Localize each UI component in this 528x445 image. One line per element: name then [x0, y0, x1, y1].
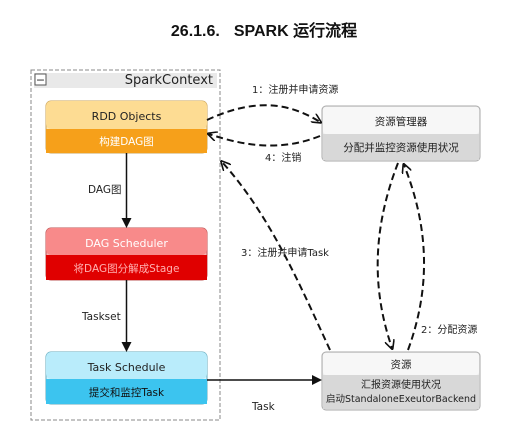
rm-subtitle: 分配并监控资源使用状况 — [343, 141, 459, 154]
task-subtitle: 提交和监控Task — [89, 386, 165, 399]
task-box-bottom — [46, 379, 207, 404]
arrow-step2-down — [376, 162, 399, 348]
arrow-step1 — [206, 104, 320, 122]
rm-box-top — [323, 107, 479, 134]
section-title: SPARK 运行流程 — [233, 23, 358, 40]
rm-box-bottom — [323, 134, 479, 160]
task-title: Task Schedule — [87, 361, 166, 374]
rdd-box-top — [46, 101, 207, 129]
res-subtitle-line2: 启动StandaloneExeutorBackend — [326, 393, 476, 405]
res-subtitle-line1: 汇报资源使用状况 — [361, 378, 441, 391]
step3-label: 3：注册并申请Task — [241, 246, 329, 259]
rm-title: 资源管理器 — [375, 115, 428, 128]
step2-label: 2：分配资源 — [421, 323, 477, 336]
arrow-step3 — [222, 162, 331, 351]
res-box-top — [323, 353, 479, 375]
task-schedule-box: Task Schedule 提交和监控Task — [45, 351, 208, 405]
page-title: 26.1.6. SPARK 运行流程 — [0, 17, 528, 41]
dag-scheduler-box: DAG Scheduler 将DAG图分解成Stage — [45, 227, 208, 281]
resource-manager-box: 资源管理器 分配并监控资源使用状况 — [321, 105, 481, 162]
dag-edge-label: DAG图 — [88, 184, 122, 196]
taskset-edge-label: Taskset — [81, 311, 121, 323]
section-number: 26.1.6. — [170, 23, 220, 40]
resource-box: 资源 汇报资源使用状况 启动StandaloneExeutorBackend — [321, 351, 481, 411]
res-title: 资源 — [391, 358, 412, 371]
rdd-objects-box: RDD Objects 构建DAG图 — [45, 100, 208, 154]
task-edge-label: Task — [251, 401, 276, 413]
dag-box-bottom — [46, 255, 207, 280]
rdd-title: RDD Objects — [92, 110, 162, 123]
task-box-top — [46, 352, 207, 379]
dag-title: DAG Scheduler — [85, 237, 168, 250]
collapse-icon[interactable] — [34, 73, 47, 86]
res-box-bottom — [323, 375, 479, 409]
arrow-step2-up — [404, 165, 425, 351]
step1-label: 1：注册并申请资源 — [252, 83, 338, 96]
dag-subtitle: 将DAG图分解成Stage — [74, 262, 180, 275]
spark-context-label: SparkContext — [125, 73, 213, 88]
rdd-subtitle: 构建DAG图 — [99, 135, 154, 148]
arrow-step4 — [209, 134, 321, 147]
collapse-glyph: − — [36, 74, 45, 87]
step4-label: 4：注销 — [265, 151, 301, 164]
spark-context-header — [34, 73, 217, 88]
dag-box-top — [46, 228, 207, 255]
rdd-box-bottom — [46, 129, 207, 153]
